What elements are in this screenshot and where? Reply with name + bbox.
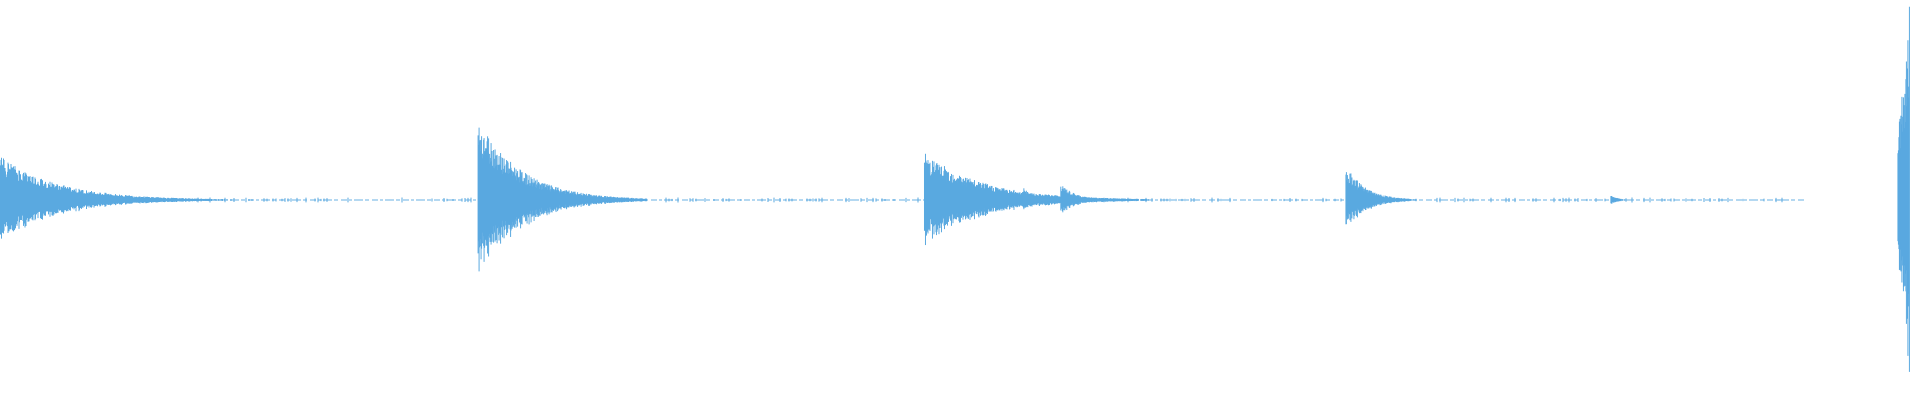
waveform-onset-1	[0, 157, 228, 239]
waveform-onset-4	[1022, 188, 1054, 210]
waveform-onset-2	[477, 127, 648, 272]
waveform-onsets	[0, 6, 1910, 372]
waveform-onset-7	[1610, 196, 1625, 204]
waveform-onset-6	[1345, 172, 1416, 225]
waveform-onset-5	[1060, 186, 1105, 213]
waveform-onset-8	[1897, 6, 1910, 372]
